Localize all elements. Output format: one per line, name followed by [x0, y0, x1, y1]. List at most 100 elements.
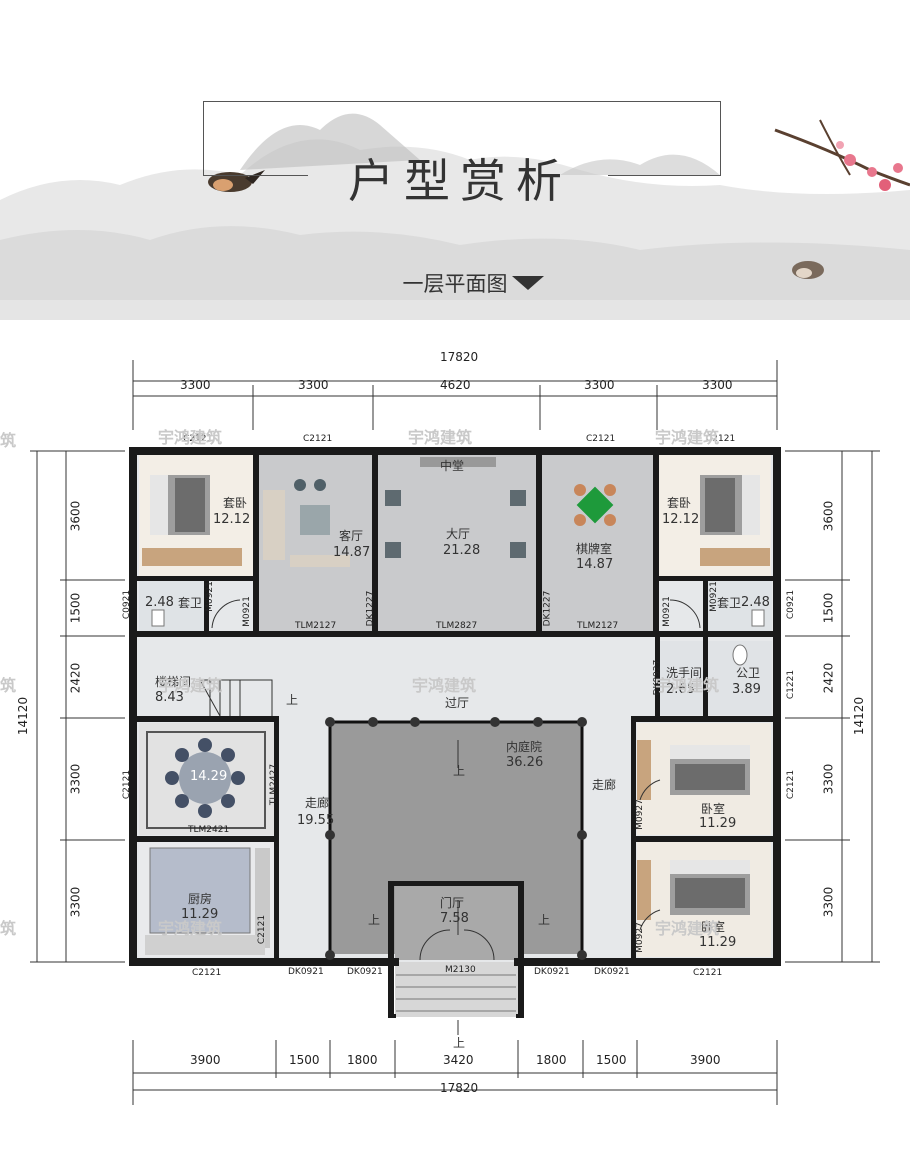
room-name: 卧室 [701, 920, 726, 934]
window-mark: C2121 [693, 968, 723, 978]
window-mark: C2121 [786, 769, 797, 800]
room-name: 卧室 [701, 802, 726, 816]
dim-top-seg: 3300 [702, 378, 733, 392]
dimension-lines [30, 360, 880, 1105]
dim-bottom-seg: 1500 [596, 1053, 627, 1067]
dim-top-total: 17820 [440, 350, 479, 364]
room-area: 3.89 [732, 682, 761, 697]
room-area: 8.43 [155, 690, 184, 705]
door-mark: DK1227 [542, 590, 553, 627]
door-mark: M0921 [241, 596, 252, 627]
room-area: 14.29 [190, 769, 228, 784]
window-mark: C2121 [192, 968, 222, 978]
wardrobe [637, 860, 651, 920]
watermark: 筑 [0, 919, 17, 938]
room-area: 12.12 [662, 512, 700, 527]
dim-right-total: 14120 [852, 696, 867, 736]
stair-up-mark: 上 [538, 913, 551, 927]
dim-top-seg: 4620 [440, 378, 471, 392]
entry-steps [396, 974, 516, 1012]
walls [129, 447, 781, 1018]
page-title: 户型赏析 [348, 154, 572, 208]
window-mark: C2121 [303, 434, 333, 444]
room-area: 11.29 [181, 907, 219, 922]
window-mark: C2121 [122, 769, 133, 800]
bird-icon [792, 261, 824, 279]
dim-right-seg: 2420 [821, 662, 836, 694]
door-mark: M0927 [634, 922, 645, 953]
window-mark: C0921 [786, 589, 797, 620]
bed-icon [150, 475, 210, 535]
window-mark: C2121 [706, 434, 736, 444]
dim-top-seg: 3300 [298, 378, 329, 392]
wardrobe [142, 548, 242, 566]
room-name: 套卫 [178, 596, 203, 610]
dim-left-seg: 2420 [68, 662, 83, 694]
room-area: 2.65 [666, 682, 695, 697]
dim-left-total: 14120 [16, 696, 31, 736]
staircase [199, 679, 273, 717]
door-mark: TLM2127 [577, 621, 619, 631]
stair-up-mark: 上 [286, 693, 299, 707]
watermark: 宇鸿建筑 [655, 919, 720, 938]
card-table-icon [574, 484, 616, 526]
title-frame-top [203, 101, 720, 102]
title-frame-right [720, 101, 721, 175]
room-name: 套卧 [223, 496, 248, 510]
room-name: 大厅 [446, 527, 471, 541]
room-name: 门厅 [440, 896, 465, 910]
armchair-icon [385, 490, 526, 558]
door-mark: DK1227 [365, 590, 376, 627]
floor-plan-subtitle: 一层平面图 [402, 272, 508, 296]
sofa-icon [263, 479, 350, 567]
kitchen-counter-icon [145, 847, 270, 955]
bed-icon [700, 475, 760, 535]
door-mark: TLM2127 [295, 621, 337, 631]
room-area: 2.48 [741, 595, 770, 610]
dim-left-seg: 3300 [68, 886, 83, 918]
watermark: 宇鸿建筑 [655, 676, 720, 695]
room-name: 走廊 [592, 778, 617, 792]
room-area: 14.87 [333, 545, 371, 560]
dim-bottom-seg: 1800 [536, 1053, 567, 1067]
door-mark: DK0921 [594, 967, 630, 977]
stair-up-mark: 上 [453, 1036, 466, 1050]
room-name: 洗手间 [666, 666, 703, 680]
door-mark: DK0921 [534, 967, 570, 977]
room-name: 楼梯间 [155, 675, 192, 689]
window-mark: C2121 [257, 914, 268, 945]
dim-top-seg: 3300 [180, 378, 211, 392]
watermark: 宇鸿建筑 [158, 676, 223, 695]
dim-right-seg: 3600 [821, 500, 836, 532]
window-mark: C1221 [786, 669, 797, 700]
room-name: 走廊 [305, 796, 330, 810]
room-area: 19.55 [297, 813, 335, 828]
watermark: 宇鸿建筑 [158, 428, 223, 447]
dim-right-seg: 1500 [821, 592, 836, 624]
watermark: 筑 [0, 431, 17, 450]
plum-blossom-icon [774, 119, 910, 191]
dim-left-seg: 1500 [68, 592, 83, 624]
dim-bottom-seg: 3900 [190, 1053, 221, 1067]
altar-table [420, 457, 496, 467]
title-frame-bottom-right [608, 175, 721, 176]
door-mark: M0921 [204, 581, 215, 612]
watermark: 宇鸿建筑 [408, 428, 473, 447]
door-mark: M2130 [445, 965, 476, 975]
dim-right-seg: 3300 [821, 886, 836, 918]
room-area: 36.26 [506, 755, 544, 770]
room-name: 中堂 [440, 459, 465, 473]
room-name: 套卧 [667, 496, 692, 510]
watermark: 宇鸿建筑 [655, 428, 720, 447]
stair-up-mark: 上 [453, 764, 466, 778]
ink-landscape-banner [0, 113, 910, 320]
dim-right-seg: 3300 [821, 763, 836, 795]
triangle-down-icon [512, 276, 544, 290]
door-swings [211, 599, 701, 961]
bed-icon [670, 745, 750, 795]
room-name: 棋牌室 [576, 542, 613, 556]
dim-bottom-seg: 1500 [289, 1053, 320, 1067]
stair-up-mark: 上 [368, 913, 381, 927]
door-mark: DK0921 [347, 967, 383, 977]
